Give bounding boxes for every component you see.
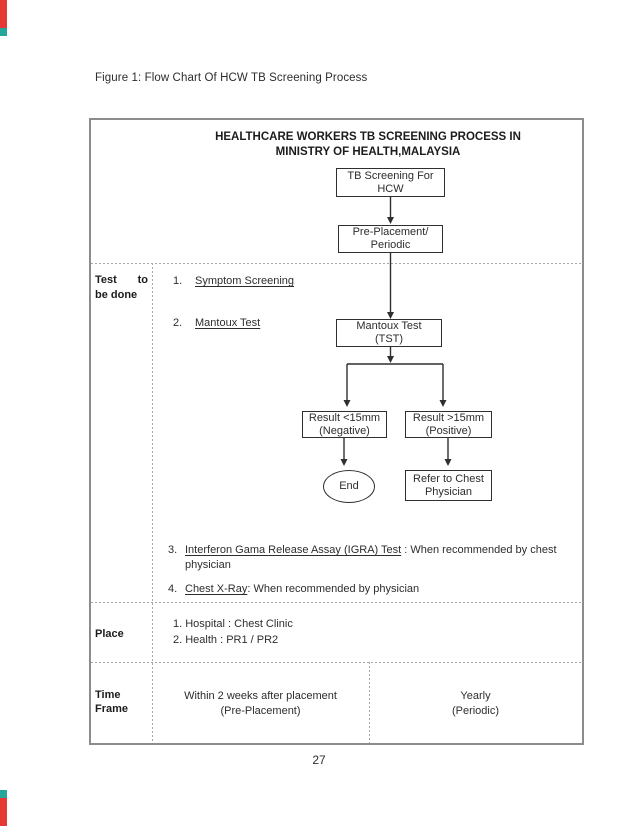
test-item-1-number: 1.	[173, 275, 183, 287]
test-item-3-underlined: Interferon Gama Release Assay (IGRA) Tes…	[185, 544, 402, 556]
flow-node-result-positive: Result >15mm (Positive)	[405, 411, 492, 438]
flow-node-phase: Pre-Placement/ Periodic	[338, 225, 443, 253]
row-divider-place-top	[91, 602, 582, 603]
page-number: 27	[312, 753, 326, 767]
row-divider-time-top	[91, 662, 582, 663]
edge-mark-red-bottom	[0, 798, 7, 826]
test-item-2: 2. Mantoux Test	[173, 316, 260, 331]
test-item-4-number: 4.	[168, 583, 178, 595]
row-label-tests: Test to be done	[95, 273, 148, 303]
test-item-3-continuation: physician	[185, 559, 231, 571]
test-item-3-rest: : When recommended by chest	[401, 544, 557, 556]
row-label-tests-word2: to	[137, 274, 148, 286]
test-item-3: 3. Interferon Gama Release Assay (IGRA) …	[168, 543, 576, 573]
screening-process-table: HEALTHCARE WORKERS TB SCREENING PROCESS …	[89, 118, 584, 745]
test-item-1: 1. Symptom Screening	[173, 274, 294, 289]
time-cell-preplacement: Within 2 weeks after placement (Pre-Plac…	[184, 690, 337, 717]
flow-node-refer-physician: Refer to Chest Physician	[405, 470, 492, 501]
test-item-4-underlined: Chest X-Ray	[185, 583, 248, 595]
place-content: 1. Hospital : Chest Clinic 2. Health : P…	[173, 618, 293, 646]
test-item-3-number: 3.	[168, 544, 178, 556]
test-item-4-rest: : When recommended by physician	[247, 583, 420, 595]
row-label-time-frame: Time Frame	[95, 689, 129, 715]
row-label-tests-word1: Test	[95, 274, 117, 286]
test-item-2-text: Mantoux Test	[195, 317, 261, 329]
test-item-3-text: Interferon Gama Release Assay (IGRA) Tes…	[185, 543, 557, 573]
test-item-4-text: Chest X-Ray: When recommended by physici…	[185, 582, 419, 597]
flow-node-end: End	[323, 470, 375, 503]
flow-node-start: TB Screening For HCW	[336, 168, 445, 197]
flow-node-result-negative: Result <15mm (Negative)	[302, 411, 387, 438]
edge-mark-red-top	[0, 0, 7, 28]
time-column-divider	[369, 662, 370, 743]
table-title: HEALTHCARE WORKERS TB SCREENING PROCESS …	[215, 131, 521, 158]
test-item-4: 4. Chest X-Ray: When recommended by phys…	[168, 582, 419, 597]
label-column-divider	[152, 263, 153, 743]
row-label-tests-line2: be done	[95, 289, 138, 301]
flow-node-mantoux-test: Mantoux Test (TST)	[336, 319, 442, 347]
test-item-1-text: Symptom Screening	[195, 275, 295, 287]
test-item-2-number: 2.	[173, 317, 183, 329]
time-cell-periodic: Yearly (Periodic)	[451, 690, 500, 717]
row-divider-tests-top	[91, 263, 582, 264]
row-label-place: Place	[95, 628, 124, 640]
figure-caption: Figure 1: Flow Chart Of HCW TB Screening…	[95, 72, 368, 84]
